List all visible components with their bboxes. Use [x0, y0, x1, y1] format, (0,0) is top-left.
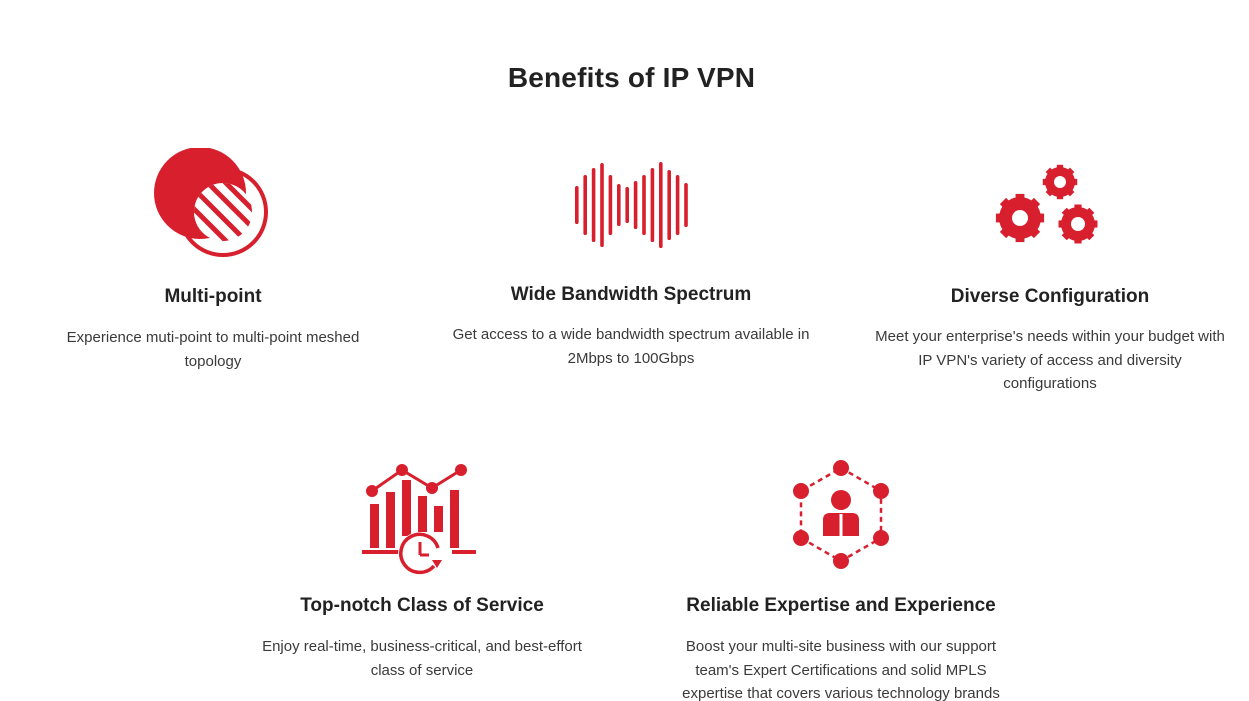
sound-wave-bar	[659, 162, 663, 248]
sound-wave-bar	[633, 181, 638, 229]
benefit-title: Top-notch Class of Service	[300, 595, 544, 616]
benefit-card-multi-point: Multi-point Experience muti-point to mul…	[40, 140, 386, 380]
benefit-card-reliable-expertise: Reliable Expertise and Experience Boost …	[660, 452, 1022, 701]
section-title: Benefits of IP VPN	[507, 62, 756, 93]
gear-shape	[1042, 164, 1078, 200]
benefit-description: Meet your enterprise's needs within your…	[875, 328, 1225, 392]
overlapping-circles-icon	[153, 148, 273, 268]
benefit-description: Get access to a wide bandwidth spectrum …	[452, 326, 810, 367]
sound-wave-bar	[608, 175, 613, 235]
benefit-title: Diverse Configuration	[950, 286, 1150, 307]
sound-wave-bar	[650, 168, 655, 242]
sound-wave-bar	[684, 183, 688, 227]
gear-shape	[1058, 204, 1098, 244]
benefit-description: Enjoy real-time, business-critical, and …	[262, 638, 582, 679]
sound-wave-bar	[625, 187, 629, 223]
gears-icon	[990, 158, 1110, 252]
benefit-card-class-of-service: Top-notch Class of Service Enjoy real-ti…	[242, 452, 602, 692]
sound-wave-bar	[600, 163, 604, 247]
benefit-title: Wide Bandwidth Spectrum	[510, 284, 752, 305]
network-person-icon	[781, 458, 901, 578]
sound-wave-bar	[642, 175, 646, 235]
benefit-description: Boost your multi-site business with our …	[682, 638, 1000, 701]
sound-wave-bar	[675, 175, 680, 235]
sound-wave-bar	[617, 184, 621, 226]
sound-wave-bar	[575, 186, 579, 224]
benefit-title: Reliable Expertise and Experience	[686, 595, 996, 616]
sound-wave-bar	[591, 168, 596, 242]
gear-shape	[995, 193, 1045, 243]
sound-wave-bar	[583, 175, 587, 235]
chart-clock-icon	[362, 456, 482, 576]
sound-wave-bar	[667, 170, 671, 240]
benefit-card-wide-bandwidth: Wide Bandwidth Spectrum Get access to a …	[440, 140, 822, 380]
benefit-description: Experience muti-point to multi-point mes…	[66, 329, 360, 370]
sound-wave-icon	[571, 158, 691, 252]
benefit-card-diverse-configuration: Diverse Configuration Meet your enterpri…	[870, 140, 1230, 400]
benefit-title: Multi-point	[164, 286, 262, 307]
